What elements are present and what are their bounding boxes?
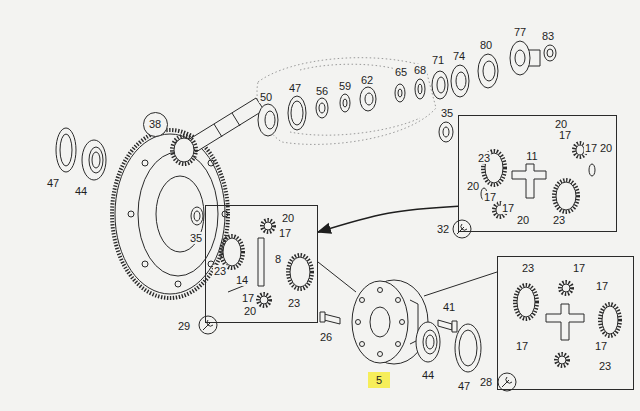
callout-number: 59	[338, 80, 352, 92]
callout-number: 44	[421, 369, 435, 381]
callout-number: 74	[452, 50, 466, 62]
detail-inset: 201723814172023	[205, 205, 318, 323]
callout-number: 23	[213, 265, 227, 277]
callout-number: 23	[598, 360, 612, 372]
callout-number: 17	[594, 340, 608, 352]
detail-inset: 23 17 17 17 17 23	[497, 256, 634, 390]
callout-number: 17	[278, 227, 292, 239]
callout-number: 80	[479, 39, 493, 51]
callout-number: 32	[436, 223, 450, 235]
callout-number: 23	[477, 152, 491, 164]
callout-number: 20	[243, 305, 257, 317]
callout-number: 17	[241, 292, 255, 304]
callout-number: 17	[584, 142, 598, 154]
callout-number: 50	[259, 91, 273, 103]
callout-number: 44	[74, 185, 88, 197]
callout-number: 26	[319, 331, 333, 343]
callout-number: 56	[315, 85, 329, 97]
callout-number: 77	[513, 26, 527, 38]
callout-number: 20	[466, 180, 480, 192]
callout-number: 20	[281, 212, 295, 224]
callout-number: 17	[483, 191, 497, 203]
detail-inset: 2017231117202017172023	[458, 115, 617, 232]
callout-number: 38	[148, 118, 162, 130]
callout-number: 47	[46, 177, 60, 189]
callout-number: 8	[274, 253, 282, 265]
callout-number: 68	[413, 64, 427, 76]
callout-number: 17	[515, 340, 529, 352]
callout-number: 65	[394, 66, 408, 78]
callout-number: 17	[572, 262, 586, 274]
callout-number: 23	[287, 297, 301, 309]
callout-circle: 38	[143, 112, 168, 137]
callout-number: 23	[552, 214, 566, 226]
callout-number: 41	[442, 301, 456, 313]
callout-number: 14	[235, 274, 249, 286]
callout-number: 83	[541, 30, 555, 42]
callout-number: 20	[516, 214, 530, 226]
callout-number: 35	[189, 232, 203, 244]
callout-number: 29	[177, 320, 191, 332]
callout-number: 17	[595, 280, 609, 292]
callout-number: 35	[440, 107, 454, 119]
callout-number: 17	[501, 202, 515, 214]
callout-number: 28	[479, 376, 493, 388]
callout-number: 23	[521, 262, 535, 274]
callout-number: 20	[599, 142, 613, 154]
callout-number: 11	[525, 150, 538, 162]
callout-number: 47	[457, 380, 471, 392]
callout-number: 71	[431, 54, 445, 66]
callout-number: 62	[360, 74, 374, 86]
callout-number: 5	[375, 374, 383, 386]
callout-number: 47	[288, 82, 302, 94]
callout-number: 17	[558, 129, 572, 141]
